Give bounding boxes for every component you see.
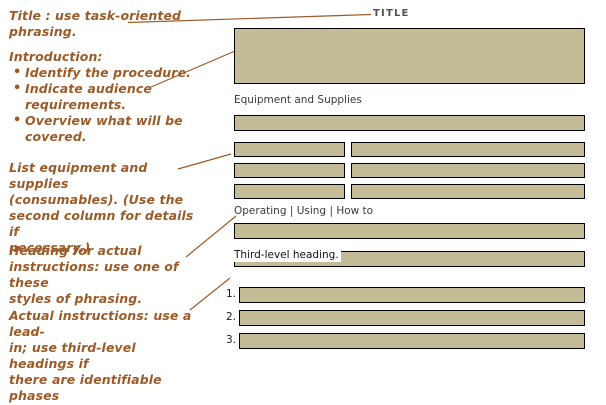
doc-title-label: TITLE xyxy=(373,8,410,19)
equipment-row-3-col-2[interactable] xyxy=(351,184,585,199)
annotation-introduction-bullets: Identify the procedure. Indicate audienc… xyxy=(9,65,205,145)
equipment-row-2-col-1[interactable] xyxy=(234,163,345,178)
document-template-mock: TITLE Equipment and Supplies Operating |… xyxy=(225,0,606,405)
equipment-row-full[interactable] xyxy=(234,115,585,131)
numbered-row-2[interactable] xyxy=(239,310,585,326)
numbered-row-3[interactable] xyxy=(239,333,585,349)
annotation-instructions-note: Actual instructions: use a lead- in; use… xyxy=(9,308,205,405)
annotation-heading-note: Heading for actual instructions: use one… xyxy=(9,243,205,307)
annotation-equipment-line-1: List equipment and supplies xyxy=(9,160,148,191)
annotation-equipment-note: List equipment and supplies (consumables… xyxy=(9,160,205,256)
intro-paragraph-block[interactable] xyxy=(234,28,585,84)
annotation-title-line-2: phrasing. xyxy=(9,24,77,39)
equipment-row-3-col-1[interactable] xyxy=(234,184,345,199)
numbered-row-1[interactable] xyxy=(239,287,585,303)
annotation-bullet-audience: Indicate audience requirements. xyxy=(13,81,205,113)
annotation-equipment-line-4: necessary.) xyxy=(9,240,91,255)
equipment-row-1-col-1[interactable] xyxy=(234,142,345,157)
annotation-instructions-line-1: Actual instructions: use a lead- xyxy=(9,308,192,339)
annotation-equipment-line-2: (consumables). (Use the xyxy=(9,192,184,207)
doc-equipment-heading: Equipment and Supplies xyxy=(234,94,362,106)
annotation-introduction-note: Introduction: Identify the procedure. In… xyxy=(9,49,205,145)
operating-paragraph-row[interactable] xyxy=(234,223,585,239)
doc-third-level-heading: Third-level heading. xyxy=(234,249,341,262)
annotation-heading-line-3: styles of phrasing. xyxy=(9,291,143,306)
annotation-heading-line-2: instructions: use one of these xyxy=(9,259,179,290)
equipment-row-1-col-2[interactable] xyxy=(351,142,585,157)
annotation-instructions-line-2: in; use third-level headings if xyxy=(9,340,136,371)
numbered-item-marker-3: 3. xyxy=(226,334,237,346)
numbered-item-marker-1: 1. xyxy=(226,288,237,300)
numbered-item-marker-2: 2. xyxy=(226,311,237,323)
annotation-heading-line-1: Heading for actual xyxy=(9,243,142,258)
annotation-bullet-overview: Overview what will be covered. xyxy=(13,113,205,145)
annotation-equipment-line-3: second column for details if xyxy=(9,208,194,239)
doc-operating-heading: Operating | Using | How to xyxy=(234,205,374,217)
annotation-instructions-line-3: there are identifiable phases xyxy=(9,372,162,403)
annotation-title-line-1: Title : use task-oriented xyxy=(9,8,182,23)
annotation-title-note: Title : use task-oriented phrasing. xyxy=(9,8,205,40)
equipment-row-2-col-2[interactable] xyxy=(351,163,585,178)
annotation-bullet-identify: Identify the procedure. xyxy=(13,65,205,81)
annotation-introduction-heading: Introduction: xyxy=(9,49,103,64)
